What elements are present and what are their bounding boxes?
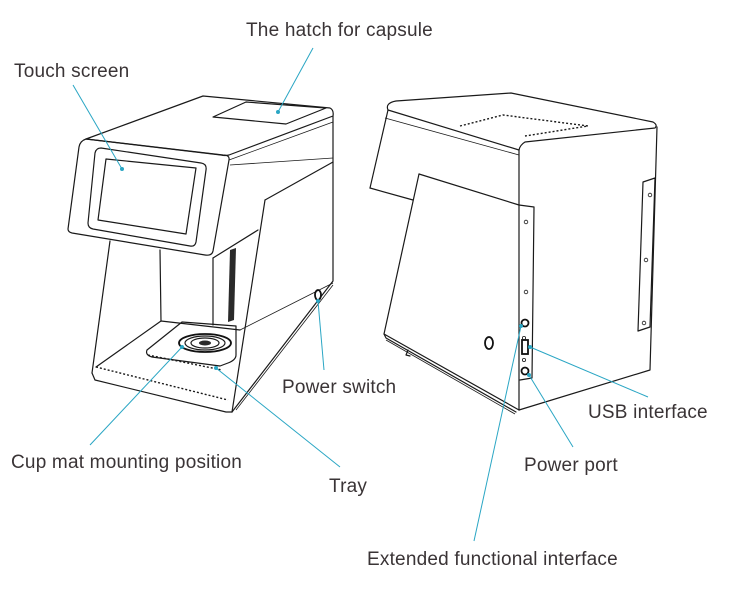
- label-power-switch: Power switch: [282, 377, 397, 398]
- screen-bezel: [87, 147, 207, 247]
- capsule-hatch: [212, 101, 327, 125]
- leader-cup-mat: [89, 346, 183, 446]
- back-side-hole: [484, 336, 494, 350]
- leader-power-switch: [317, 300, 325, 371]
- screen-housing: [67, 138, 230, 256]
- back-top-surface: [386, 92, 657, 151]
- tray-shape: [145, 321, 237, 367]
- leader-lines: [72, 47, 649, 542]
- front-top-surface: [85, 95, 334, 157]
- leader-tray: [215, 367, 341, 468]
- leader-power-port: [528, 374, 574, 448]
- extended-port: [520, 318, 530, 328]
- leader-touch-screen: [72, 84, 123, 170]
- leader-hatch: [277, 47, 314, 113]
- label-hatch-for-capsule: The hatch for capsule: [246, 20, 433, 41]
- label-touch-screen: Touch screen: [14, 61, 130, 82]
- label-power-port: Power port: [524, 455, 618, 476]
- leader-extended: [473, 325, 522, 542]
- back-machine: [369, 92, 658, 415]
- front-right-side: [231, 115, 334, 413]
- label-usb-interface: USB interface: [588, 402, 708, 423]
- power-switch-button: [314, 289, 322, 301]
- spring-column: [228, 248, 236, 322]
- label-cup-mat-position: Cup mat mounting position: [11, 452, 243, 473]
- cup-mat-center: [199, 340, 211, 346]
- label-tray: Tray: [329, 476, 368, 497]
- leader-usb: [529, 346, 649, 398]
- label-extended-interface: Extended functional interface: [367, 549, 618, 570]
- usb-port: [521, 339, 529, 355]
- front-machine: [67, 95, 334, 413]
- power-port-socket: [520, 366, 530, 376]
- screen-display: [97, 158, 197, 235]
